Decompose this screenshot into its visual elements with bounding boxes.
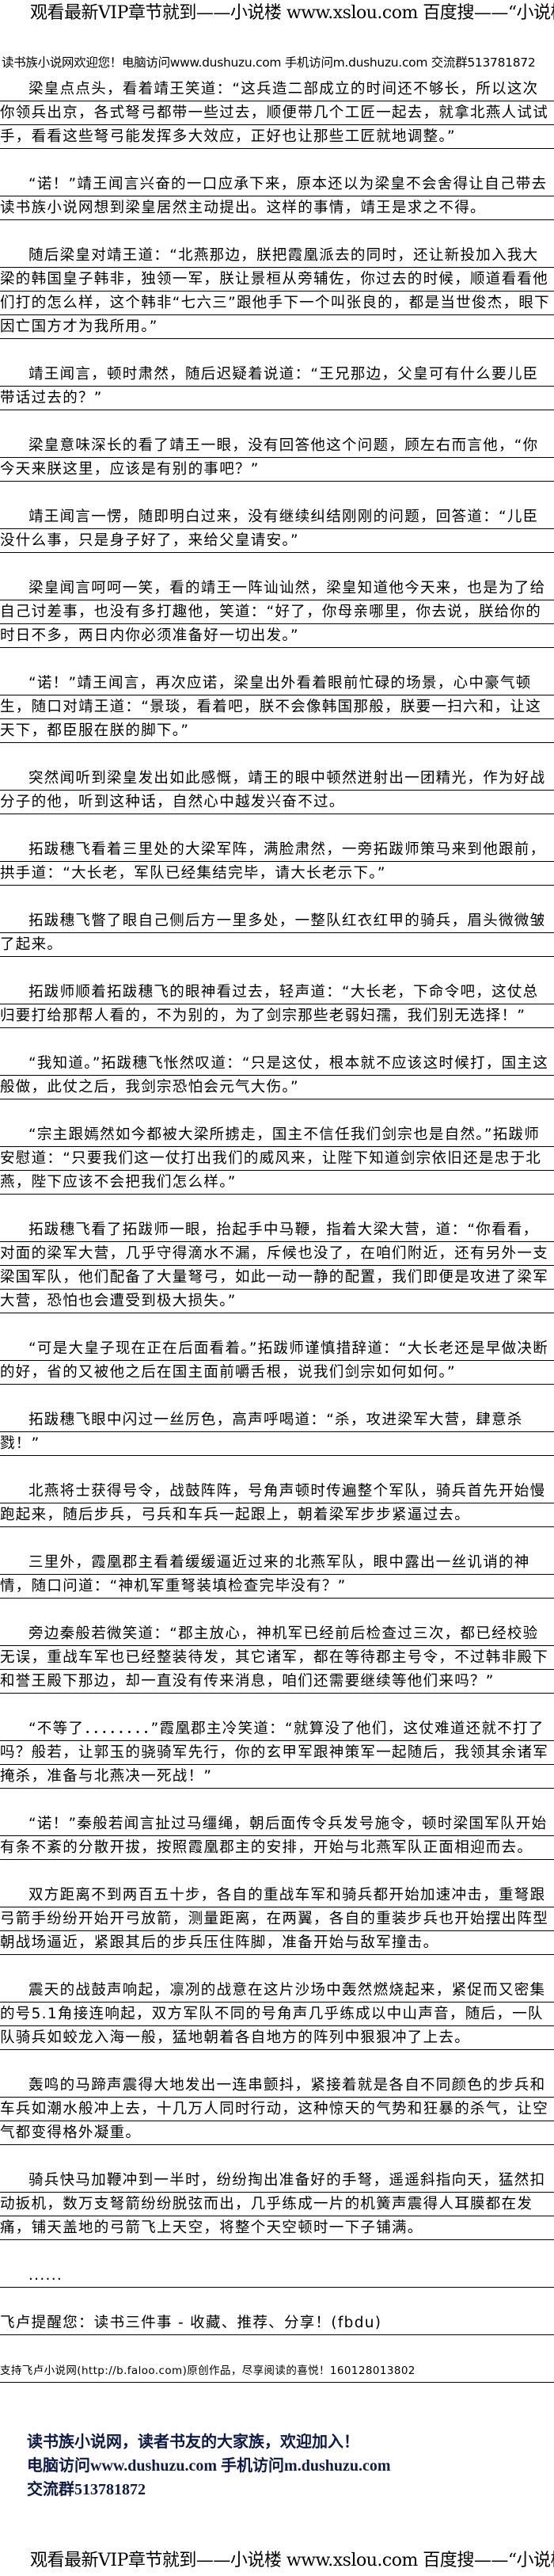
footer-slogan: 读书族小说网，读者书友的大家族，欢迎加入！ [27, 2433, 359, 2451]
story-paragraph: 拓跋师顺着拓跋穗飞的眼神看过去，轻声道：“大长老，下命令吧，这仗总归要打给那帮人… [0, 981, 554, 1028]
story-paragraph: “我知道。”拓跋穗飞怅然叹道：“只是这仗，根本就不应该这时候打，国主这般做，此仗… [0, 1052, 554, 1099]
chapter-content: 梁皇点点头，看着靖王笑道：“这兵造二部成立的时间还不够长，所以这次你领兵出京，各… [0, 78, 554, 2383]
story-paragraph: 震天的战鼓声响起，凛冽的战意在这片沙场中轰然燃烧起来，紧促而又密集的号5.1角接… [0, 1979, 554, 2050]
story-paragraph: 梁皇意味深长的看了靖王一眼，没有回答他这个问题，顾左右而言他，“你今天来朕这里，… [0, 434, 554, 482]
chapter-paragraphs: 梁皇点点头，看着靖王笑道：“这兵造二部成立的时间还不够长，所以这次你领兵出京，各… [0, 78, 554, 2288]
story-paragraph: “可是大皇子现在正在后面看着。”拓跋师谨慎措辞道：“大长老还是早做决断的好，省的… [0, 1337, 554, 1385]
story-paragraph: 梁皇点点头，看着靖王笑道：“这兵造二部成立的时间还不够长，所以这次你领兵出京，各… [0, 78, 554, 149]
story-paragraph: 旁边秦般若微笑道：“郡主放心，神机军已经前后检查过三次，都已经校验无误，重战车军… [0, 1622, 554, 1694]
top-site-banner: 观看最新VIP章节就到——小说楼 www.xslou.com 百度搜——“小说楼… [30, 3, 554, 23]
footer-group-number: 交流群513781872 [27, 2481, 146, 2498]
story-paragraph: 拓跋穗飞看了拓跋师一眼，抬起手中马鞭，指着大梁大营，道：“你看看，对面的梁军大营… [0, 1218, 554, 1313]
welcome-notice: 读书族小说网欢迎您！电脑访问www.dushuzu.com 手机访问m.dush… [2, 55, 536, 70]
story-paragraph: 骑兵快马加鞭冲到一半时，纷纷掏出准备好的手弩，遥遥斜指向天，猛然扣动扳机，数万支… [0, 2169, 554, 2240]
story-paragraph: 拓跋穗飞看着三里处的大梁军阵，满脸肃然，一旁拓跋师策马来到他跟前，拱手道：“大长… [0, 838, 554, 886]
site-footer: 读书族小说网，读者书友的大家族，欢迎加入！ 电脑访问www.dushuzu.co… [0, 2430, 554, 2502]
story-paragraph: 轰鸣的马蹄声震得大地发出一连串颤抖，紧接着就是各自不同颜色的步兵和车兵如潮水般冲… [0, 2074, 554, 2145]
story-paragraph: 随后梁皇对靖王道：“北燕那边，朕把霞凰派去的同时，还让新投加入我大梁的韩国皇子韩… [0, 244, 554, 339]
story-paragraph: 靖王闻言一愣，随即明白过来，没有继续纠结刚刚的问题，回答道：“儿臣没什么事，只是… [0, 505, 554, 553]
faloo-support-note: 支持飞卢小说网(http://b.faloo.com)原创作品，尽享阅读的喜悦！… [0, 2359, 554, 2383]
story-paragraph: ...... [0, 2264, 554, 2288]
story-paragraph: 北燕将士获得号令，战鼓阵阵，号角声顿时传遍整个军队，骑兵首先开始慢跑起来，随后步… [0, 1480, 554, 1527]
story-paragraph: 靖王闻言，顿时肃然，随后迟疑着说道：“王兄那边，父皇可有什么要儿臣带话过去的？” [0, 363, 554, 410]
bottom-site-banner: 观看最新VIP章节就到——小说楼 www.xslou.com 百度搜——“小说楼… [30, 2551, 554, 2570]
story-paragraph: “宗主跟嫣然如今都被大梁所掳走，国主不信任我们剑宗也是自然。”拓跋师安慰道：“只… [0, 1123, 554, 1195]
story-paragraph: “诺！”秦般若闻言扯过马缰绳，朝后面传令兵发号施令，顿时梁国军队开始有条不紊的分… [0, 1812, 554, 1860]
reading-reminder: 飞卢提醒您：读书三件事 - 收藏、推荐、分享！(fbdu) [0, 2311, 554, 2335]
story-paragraph: “不等了．．．．．．．．”霞凰郡主冷笑道：“就算没了他们，这仗难道还就不打了吗？… [0, 1717, 554, 1789]
story-paragraph: “诺！”靖王闻言兴奋的一口应承下来，原本还以为梁皇不会舍得让自己带去读书族小说网… [0, 173, 554, 220]
story-paragraph: 双方距离不到两百五十步，各自的重战车军和骑兵都开始加速冲击，重弩跟弓箭手纷纷开始… [0, 1884, 554, 1955]
story-paragraph: 梁皇闻言呵呵一笑，看的靖王一阵讪讪然，梁皇知道他今天来，也是为了给自己讨差事，也… [0, 577, 554, 648]
story-paragraph: 突然闻听到梁皇发出如此感慨，靖王的眼中顿然迸射出一团精光，作为好战分子的他，听到… [0, 767, 554, 814]
story-paragraph: 拓跋穗飞眼中闪过一丝厉色，高声呼喝道：“杀，攻进梁军大营，肆意杀戮！” [0, 1408, 554, 1456]
story-paragraph: “诺！”靖王闻言，再次应诺，梁皇出外看着眼前忙碌的场景，心中豪气顿生，随口对靖王… [0, 672, 554, 743]
story-paragraph: 三里外，霞凰郡主看着缓缓逼近过来的北燕军队，眼中露出一丝讥诮的神情，随口问道：“… [0, 1551, 554, 1599]
footer-access-links: 电脑访问www.dushuzu.com 手机访问m.dushuzu.com [27, 2457, 391, 2475]
story-paragraph: 拓跋穗飞瞥了眼自己侧后方一里多处，一整队红衣红甲的骑兵，眉头微微皱了起来。 [0, 909, 554, 957]
